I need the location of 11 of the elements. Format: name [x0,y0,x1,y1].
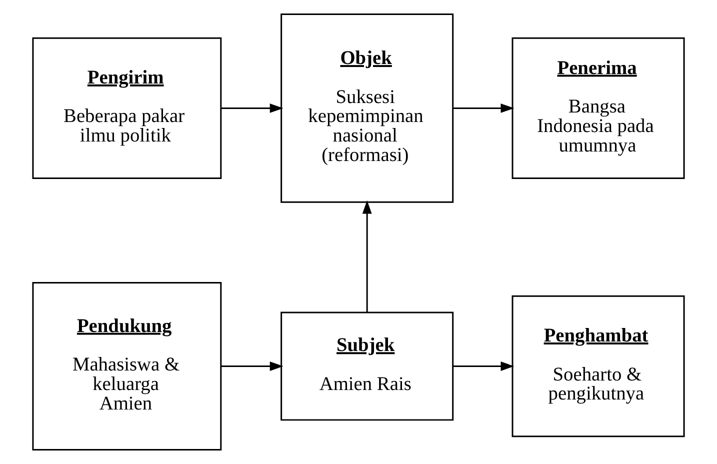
node-box: Penerima Bangsa Indonesia pada umumnya [512,37,685,180]
node-box: Subjek Amien Rais [280,312,454,421]
arrow [362,200,372,313]
arrow [452,362,514,371]
arrow [452,104,514,113]
arrow [221,362,284,371]
node-box: Pendukung Mahasiswa & keluarga Amien [32,282,222,451]
node-box: Objek Suksesi kepemimpinan nasional (reformasi) [280,13,454,203]
node-box: Pengirim Beberapa pakar ilmu politik [32,37,222,180]
node-box: Penghambat Soeharto & pengikutnya [512,295,685,438]
arrow [221,104,284,113]
